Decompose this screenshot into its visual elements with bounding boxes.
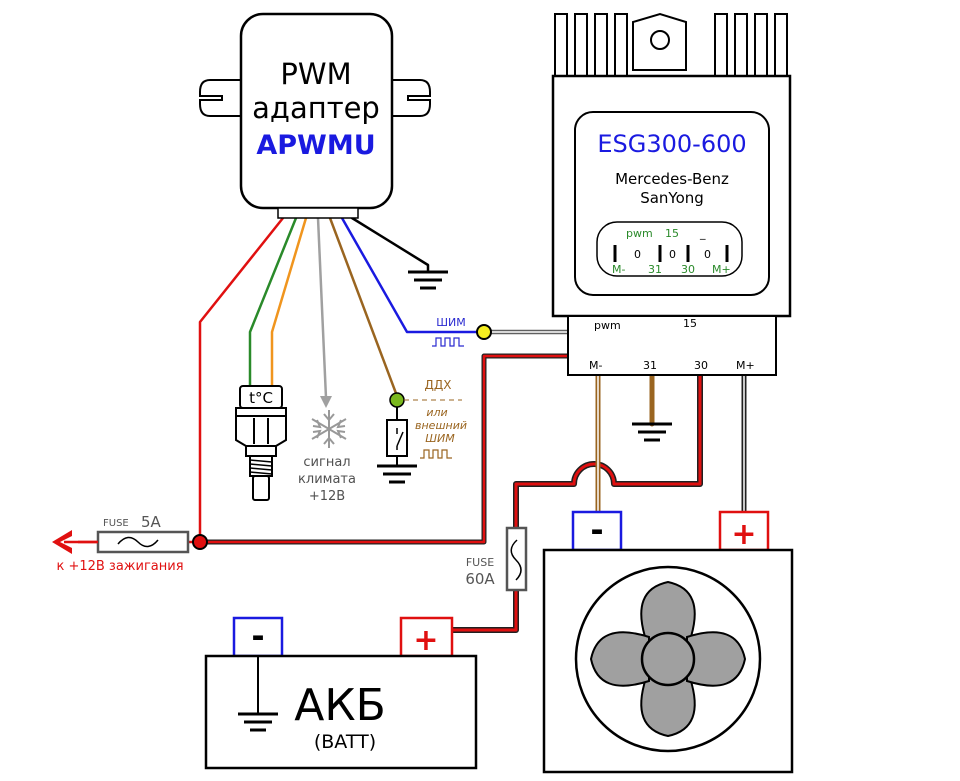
temp-sensor-label: t°C — [249, 389, 273, 407]
adapter-title-line1: PWM — [280, 57, 351, 91]
pwm-wave-icon — [432, 337, 464, 347]
wire-orange — [270, 216, 308, 388]
fuse-60a-label: FUSE — [466, 556, 494, 569]
controller-brand-line2: SanYong — [640, 189, 704, 207]
pin-label-mminus: M- — [612, 263, 625, 276]
ignition-junction — [192, 534, 208, 550]
ddx-or-line2: внешний — [415, 419, 467, 432]
fan-controller: ESG300-600 Mercedes-Benz SanYong pwm 15 … — [551, 12, 792, 376]
pin-zero-2: 0 — [669, 248, 676, 261]
pwm-wave-icon — [420, 449, 452, 459]
wire-blue — [340, 216, 486, 334]
adapter-connector — [277, 207, 359, 219]
wire-gray — [316, 216, 328, 400]
ground-icon — [238, 712, 278, 732]
pinout-box — [596, 221, 743, 277]
wire-green — [248, 216, 298, 388]
pin-label-blank: _ — [699, 227, 706, 240]
ddx-or-line1: или — [426, 406, 447, 419]
controller-model: ESG300-600 — [597, 130, 746, 158]
pin-label-30: 30 — [681, 263, 695, 276]
battery-plus: + — [413, 623, 438, 658]
climate-label-line3: +12В — [309, 489, 345, 504]
gray-arrow-head — [320, 396, 332, 408]
ground-icon — [377, 464, 417, 484]
terminal-31: 31 — [643, 359, 657, 372]
fan-plus: + — [731, 517, 756, 552]
terminal-15: 15 — [683, 317, 697, 330]
terminal-block — [567, 315, 777, 376]
pin-label-pwm: pwm — [626, 227, 653, 240]
fan-hub — [640, 631, 696, 687]
pin-zero-3: 0 — [704, 248, 711, 261]
fuse-60a-rating: 60A — [465, 570, 495, 588]
terminal-30: 30 — [694, 359, 708, 372]
fuse-60a: FUSE 60A — [465, 526, 528, 592]
controller-brand-line1: Mercedes-Benz — [615, 170, 729, 188]
pin-label-mplus: M+ — [712, 263, 731, 276]
pwm-junction — [476, 324, 492, 340]
ddx-label: ДДХ — [425, 378, 452, 392]
terminal-labels: pwm 15 M- 31 30 M+ — [589, 317, 755, 372]
ground-icon — [632, 422, 672, 442]
pwm-adapter: PWM адаптер APWMU — [199, 12, 431, 219]
terminal-mplus: M+ — [736, 359, 755, 372]
pressure-switch-icon — [386, 407, 408, 466]
adapter-ear-left — [199, 79, 246, 117]
ground-icon — [408, 270, 448, 290]
battery-minus: - — [251, 617, 264, 655]
adapter-model: APWMU — [256, 130, 375, 161]
pin-zero-1: 0 — [634, 248, 641, 261]
fan: - + — [542, 510, 794, 774]
mount-hole — [650, 30, 670, 50]
temperature-sensor — [235, 385, 287, 501]
pinout-pins — [613, 245, 729, 262]
battery-name: АКБ — [294, 680, 386, 731]
battery-sub: (BATT) — [314, 731, 376, 753]
terminal-mminus: M- — [589, 359, 602, 372]
wire-brown — [328, 216, 399, 398]
shim-label: ШИМ — [436, 316, 465, 329]
fan-minus: - — [590, 511, 603, 549]
pin-label-31: 31 — [648, 263, 662, 276]
fuse-5a: FUSE 5A — [96, 513, 190, 554]
battery-body — [204, 654, 478, 770]
adapter-title-line2: адаптер — [252, 91, 380, 125]
battery: - + АКБ (BATT) — [204, 616, 478, 770]
snowflake-icon — [311, 410, 347, 448]
climate-label-line1: сигнал — [303, 455, 350, 470]
pin-label-15: 15 — [665, 227, 679, 240]
terminal-pwm: pwm — [594, 319, 621, 332]
fan-blades-icon — [589, 580, 747, 738]
climate-label-line2: климата — [298, 472, 356, 487]
ddx-or-line3: ШИМ — [425, 432, 455, 445]
fuse-5a-label: FUSE — [103, 518, 129, 529]
wire-black-adapter — [350, 216, 430, 274]
adapter-ear-right — [384, 79, 431, 117]
pinout-labels: pwm 15 _ 0 0 0 M- 31 30 M+ — [612, 227, 731, 276]
ignition-label: к +12В зажигания — [56, 559, 183, 574]
wire-red-adapter — [198, 216, 285, 544]
fuse-5a-rating: 5A — [141, 513, 162, 531]
ddx-junction — [389, 392, 405, 408]
